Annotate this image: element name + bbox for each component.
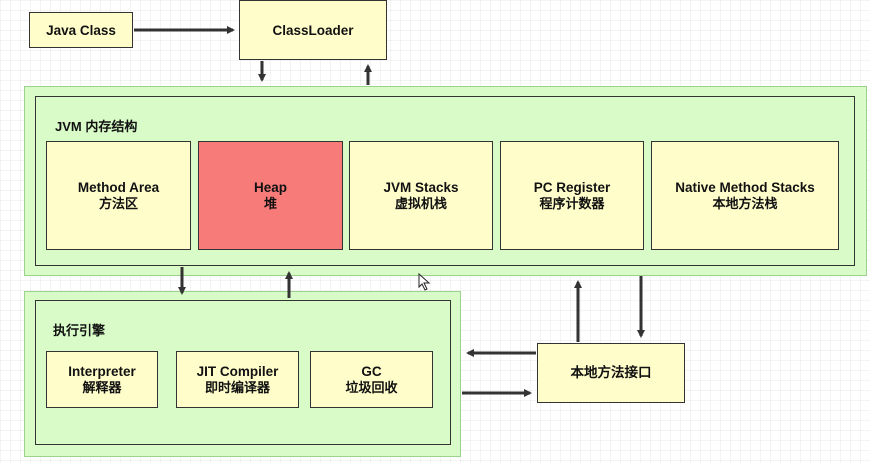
- interpreter-box[interactable]: Interpreter 解释器: [46, 351, 158, 408]
- native-interface-box[interactable]: 本地方法接口: [537, 343, 685, 403]
- java-class-box[interactable]: Java Class: [29, 12, 133, 48]
- native-method-stacks-label-zh: 本地方法栈: [712, 196, 778, 211]
- interpreter-label: Interpreter: [68, 364, 136, 379]
- execution-engine-title: 执行引擎: [53, 323, 106, 338]
- mouse-cursor-icon: [418, 273, 431, 291]
- jvm-memory-title: JVM 内存结构: [55, 119, 138, 134]
- pc-register-label: PC Register: [533, 180, 611, 195]
- native-interface-label: 本地方法接口: [570, 365, 652, 380]
- interpreter-label-zh: 解释器: [82, 380, 122, 395]
- jit-compiler-label-zh: 即时编译器: [204, 380, 270, 395]
- pc-register-label-zh: 程序计数器: [539, 196, 605, 211]
- heap-label-zh: 堆: [263, 196, 277, 211]
- gc-label-zh: 垃圾回收: [345, 380, 398, 395]
- method-area-label: Method Area: [77, 180, 160, 195]
- jvm-stacks-box[interactable]: JVM Stacks 虚拟机栈: [349, 141, 493, 250]
- jit-compiler-box[interactable]: JIT Compiler 即时编译器: [176, 351, 299, 408]
- heap-box[interactable]: Heap 堆: [198, 141, 343, 250]
- gc-box[interactable]: GC 垃圾回收: [310, 351, 433, 408]
- heap-label: Heap: [253, 180, 287, 195]
- method-area-label-zh: 方法区: [98, 196, 138, 211]
- classloader-label: ClassLoader: [272, 22, 354, 38]
- java-class-label: Java Class: [46, 22, 116, 38]
- gc-label: GC: [361, 364, 382, 379]
- jvm-stacks-label: JVM Stacks: [383, 180, 459, 195]
- jit-compiler-label: JIT Compiler: [196, 364, 279, 379]
- pc-register-box[interactable]: PC Register 程序计数器: [500, 141, 644, 250]
- jvm-stacks-label-zh: 虚拟机栈: [394, 196, 447, 211]
- method-area-box[interactable]: Method Area 方法区: [46, 141, 191, 250]
- native-method-stacks-label: Native Method Stacks: [675, 180, 815, 195]
- native-method-stacks-box[interactable]: Native Method Stacks 本地方法栈: [651, 141, 839, 250]
- classloader-box[interactable]: ClassLoader: [239, 0, 387, 60]
